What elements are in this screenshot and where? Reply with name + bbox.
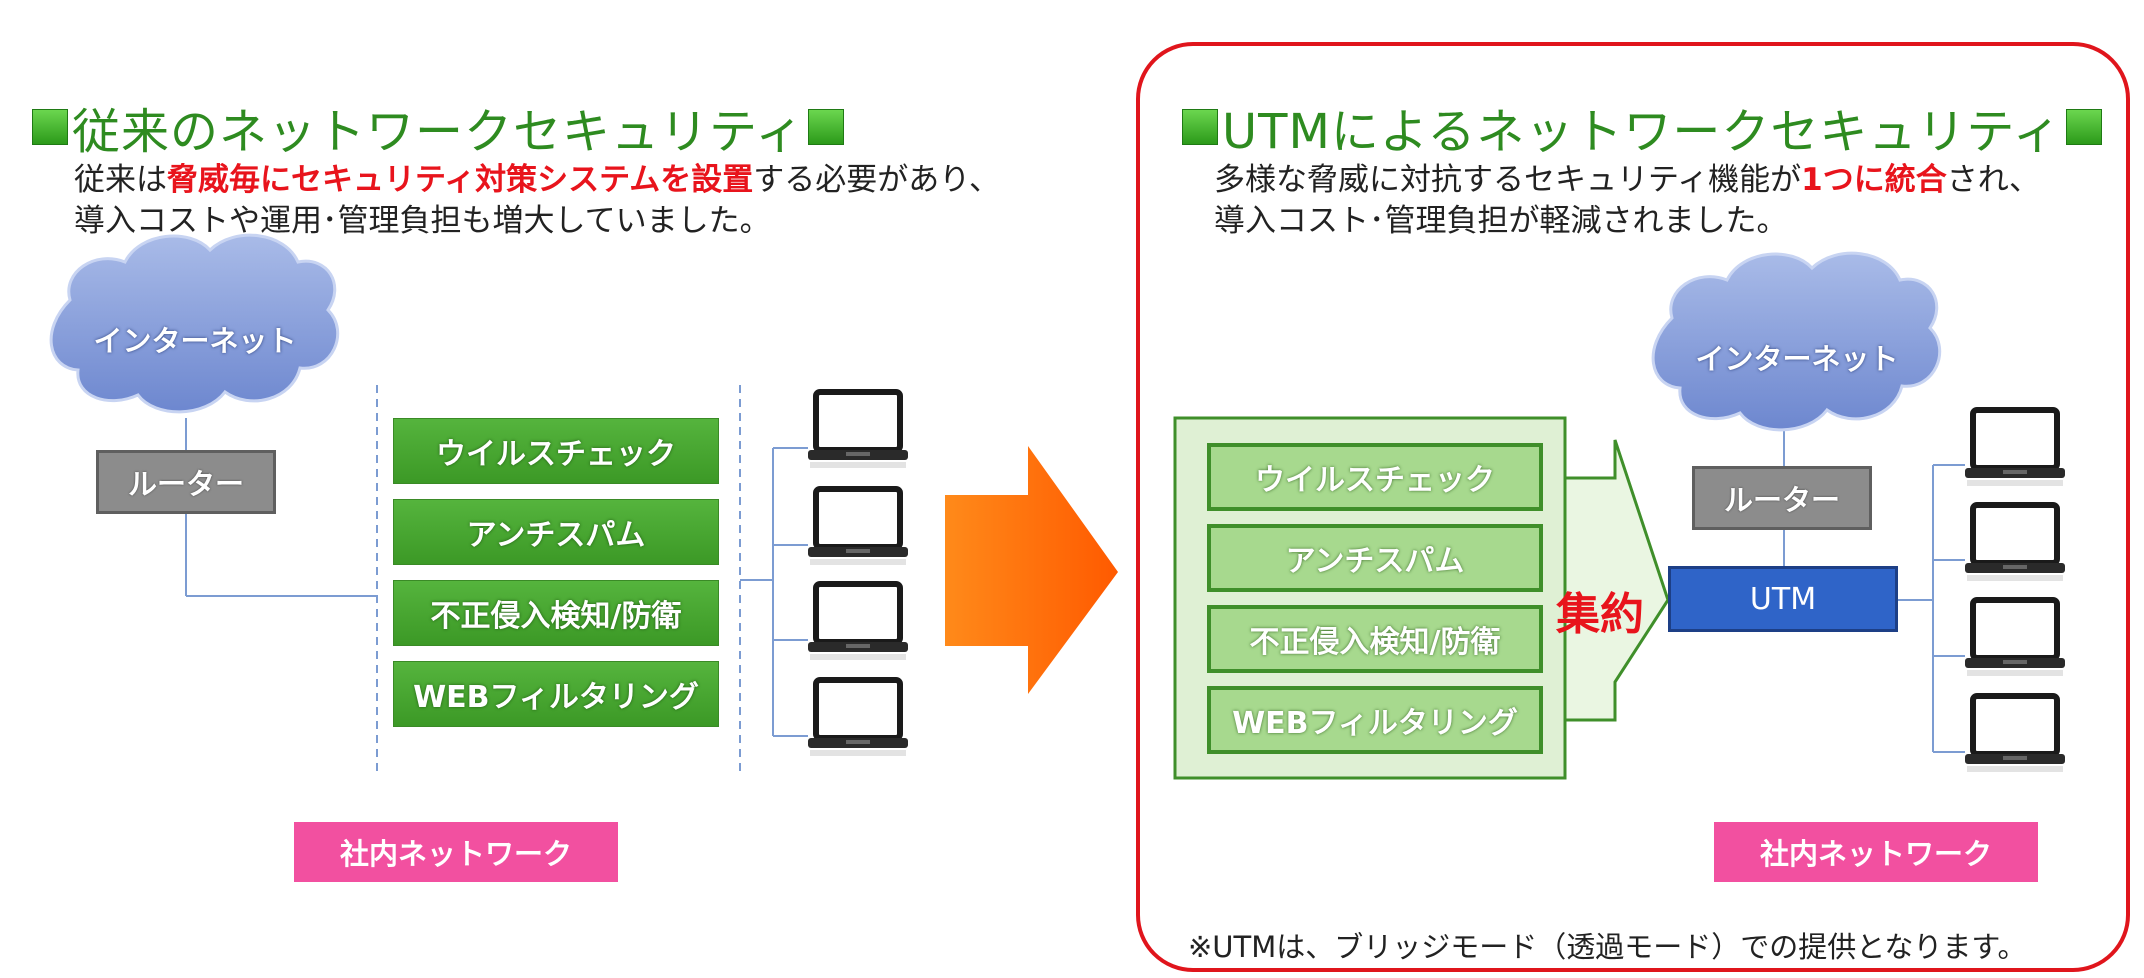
lan-label: 社内ネットワーク — [1759, 837, 1992, 871]
left-feature-ids: 不正侵入検知/防衛 — [393, 580, 719, 646]
laptop-icon — [808, 584, 908, 660]
internet-label: インターネット — [93, 324, 297, 358]
laptop-icon — [1965, 505, 2065, 581]
right-connection-lines — [1783, 425, 1965, 753]
laptop-icon — [808, 489, 908, 565]
right-desc-pre: 多様な脅威に対抗するセキュリティ機能が — [1214, 162, 1802, 198]
right-desc-line2: 導入コスト･管理負担が軽減されました。 — [1214, 203, 1788, 239]
right-heading: UTMによるネットワークセキュリティ — [1178, 92, 2106, 162]
green-square-icon — [2065, 109, 2102, 145]
right-feature-ids: 不正侵入検知/防衛 — [1207, 605, 1543, 673]
aggregate-arrow-icon — [1563, 439, 1670, 722]
laptop-icon — [1965, 696, 2065, 772]
utm-label: UTM — [1749, 581, 1817, 617]
right-heading-text: UTMによるネットワークセキュリティ — [1222, 104, 2062, 160]
right-arrow-icon — [945, 446, 1118, 694]
right-router-box: ルーター — [1692, 466, 1872, 530]
left-desc-line2: 導入コストや運用･管理負担も増大していました。 — [74, 203, 771, 239]
utm-box: UTM — [1668, 566, 1898, 632]
right-feature-webfilter: WEBフィルタリング — [1207, 686, 1543, 754]
internet-label: インターネット — [1695, 342, 1899, 376]
router-label: ルーター — [1723, 483, 1840, 517]
feature-label: アンチスパム — [466, 518, 646, 553]
left-desc-post: する必要があり、 — [753, 162, 1000, 198]
left-desc-emphasis: 脅威毎にセキュリティ対策システムを設置 — [167, 162, 754, 198]
left-lan-label-box: 社内ネットワーク — [294, 822, 618, 882]
cloud-icon — [1651, 251, 1942, 432]
left-desc-pre: 従来は — [74, 162, 167, 198]
lan-label: 社内ネットワーク — [339, 837, 572, 871]
right-desc-post: され、 — [1946, 162, 2041, 198]
left-heading: 従来のネットワークセキュリティ — [28, 92, 848, 162]
left-router-box: ルーター — [96, 450, 276, 514]
left-feature-antispam: アンチスパム — [393, 499, 719, 565]
right-feature-virus: ウイルスチェック — [1207, 443, 1543, 511]
green-square-icon — [808, 109, 845, 145]
laptop-icon — [808, 392, 908, 468]
right-lan-label-box: 社内ネットワーク — [1714, 822, 2038, 882]
feature-label: 不正侵入検知/防衛 — [430, 599, 682, 634]
green-square-icon — [32, 109, 68, 145]
feature-label: WEBフィルタリング — [1232, 706, 1518, 741]
left-dashed-boundaries — [376, 385, 741, 775]
left-description: 従来は脅威毎にセキュリティ対策システムを設置する必要があり、 導入コストや運用･… — [74, 160, 1000, 242]
left-feature-webfilter: WEBフィルタリング — [393, 661, 719, 727]
right-desc-emphasis: 1つに統合 — [1801, 162, 1947, 198]
feature-label: ウイルスチェック — [436, 437, 676, 472]
right-description: 多様な脅威に対抗するセキュリティ機能が1つに統合され、 導入コスト･管理負担が軽… — [1214, 160, 2040, 242]
cloud-icon — [49, 233, 340, 414]
left-heading-text: 従来のネットワークセキュリティ — [72, 104, 805, 160]
feature-label: ウイルスチェック — [1255, 463, 1495, 498]
feature-label: 不正侵入検知/防衛 — [1249, 625, 1501, 660]
left-feature-virus: ウイルスチェック — [393, 418, 719, 484]
bridge-mode-note: ※UTMは、ブリッジモード（透過モード）での提供となります。 — [1188, 930, 2027, 964]
laptop-icon — [808, 680, 908, 756]
laptop-icon — [1965, 410, 2065, 486]
left-connection-lines — [185, 418, 808, 737]
aggregate-label: 集約 — [1556, 589, 1644, 640]
right-feature-antispam: アンチスパム — [1207, 524, 1543, 592]
feature-label: アンチスパム — [1285, 544, 1465, 579]
laptop-icon — [1965, 600, 2065, 676]
utm-panel-border — [1136, 42, 2130, 972]
router-label: ルーター — [127, 467, 244, 501]
green-square-icon — [1182, 109, 1218, 145]
feature-label: WEBフィルタリング — [413, 680, 699, 715]
